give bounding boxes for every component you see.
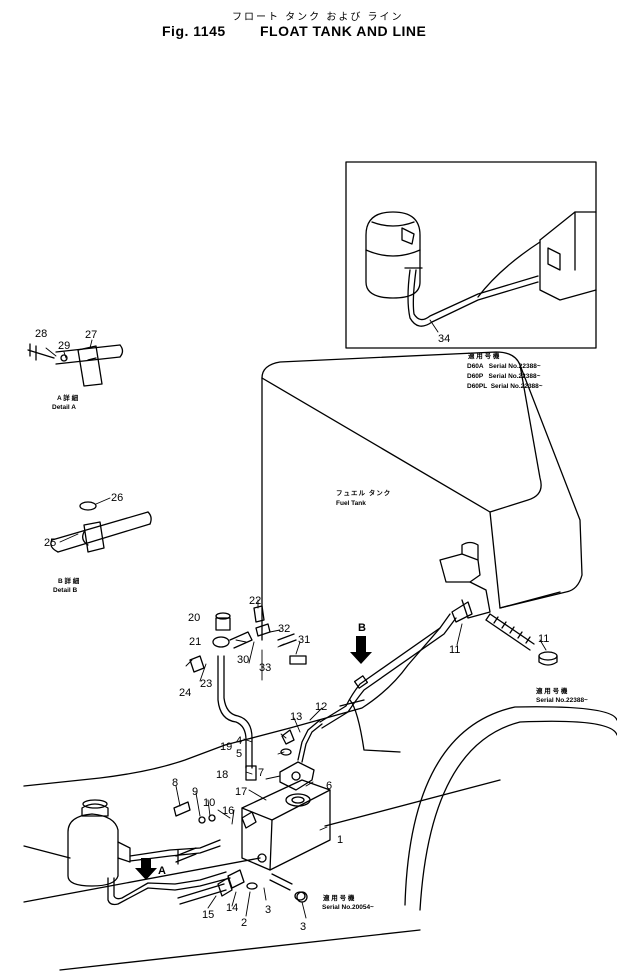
callout-8: 8 [172, 777, 178, 789]
inset-serial-d60a: D60A Serial No.22388~ [467, 363, 541, 370]
callout-20: 20 [188, 612, 200, 624]
inset-fuel-line [404, 241, 541, 327]
right-applicability-serial: Serial No.22388~ [536, 697, 588, 704]
callout-22: 22 [249, 595, 261, 607]
callout-26: 26 [111, 492, 123, 504]
small-hardware [173, 729, 306, 905]
detail-a-label-jp: A 詳 細 [57, 395, 79, 402]
fuel-tank [261, 351, 583, 641]
callout-17: 17 [235, 786, 247, 798]
callout-7: 7 [258, 767, 264, 779]
arrow-b-label: B [358, 622, 366, 634]
mud-guard-and-fender [23, 627, 501, 971]
callout-13: 13 [290, 711, 302, 723]
callout-23: 23 [200, 678, 212, 690]
fuel-tank-label-jp: フュエル タンク [336, 490, 392, 497]
callout-33: 33 [259, 662, 271, 674]
callout-34: 34 [438, 333, 450, 345]
detail-a-label-en: Detail A [52, 404, 76, 411]
callout-18: 18 [216, 769, 228, 781]
fuel-tank-label-en: Fuel Tank [336, 500, 366, 507]
cover-plate [279, 719, 323, 791]
callout-3: 3 [265, 904, 271, 916]
callout-3-note: 3 [300, 921, 306, 933]
figure-title: FLOAT TANK AND LINE [260, 23, 427, 39]
callout-11-right: 11 [538, 633, 549, 645]
track-wheel [404, 706, 617, 911]
callout-16: 16 [222, 805, 234, 817]
inset-serial-d60p: D60P Serial No.22388~ [467, 373, 541, 380]
callout-12: 12 [315, 701, 327, 713]
inset-serial-d60pl: D60PL Serial No.22388~ [467, 383, 543, 390]
callout-1: 1 [337, 834, 343, 846]
callout-24: 24 [179, 687, 191, 699]
callout-2: 2 [241, 917, 247, 929]
detail-b-label-jp: B 詳 細 [58, 578, 80, 585]
detail-b-clamp [50, 501, 152, 553]
callout-19: 19 [220, 741, 232, 753]
callout-10: 10 [203, 797, 215, 809]
callout-21: 21 [189, 636, 201, 648]
detail-b-label-en: Detail B [53, 587, 78, 594]
callout-29: 29 [58, 340, 70, 352]
tank-outlet-valve [439, 541, 535, 651]
arrow-b [350, 636, 372, 664]
fuel-valve-body [241, 779, 331, 871]
callout-numbers: 1 2 3 3 4 5 6 7 8 9 10 11 11 12 13 14 15… [35, 328, 549, 933]
callout-30: 30 [237, 654, 249, 666]
callout-14: 14 [226, 902, 238, 914]
inset-float-tank [365, 211, 421, 299]
callout-25: 25 [44, 537, 56, 549]
callout-leaders [45, 319, 547, 919]
callout-27: 27 [85, 329, 97, 341]
hose-19 [217, 655, 253, 769]
inset-frame [345, 161, 597, 349]
callout-11: 11 [449, 644, 460, 656]
fuel-supply-line [319, 613, 457, 729]
bottom-applicability-serial: Serial No.20054~ [322, 904, 374, 911]
right-applicability-heading: 適 用 号 機 [536, 688, 568, 695]
callout-31: 31 [298, 634, 310, 646]
arrow-a [135, 858, 157, 880]
callout-32: 32 [278, 623, 290, 635]
figure-number: Fig. 1145 [162, 23, 226, 39]
callout-4: 4 [236, 735, 242, 747]
inset-fuel-tank-corner [539, 211, 597, 301]
bottom-applicability-heading: 適 用 号 機 [323, 895, 355, 902]
callout-15: 15 [202, 909, 214, 921]
callout-6: 6 [326, 780, 332, 792]
detail-a-clamp [27, 343, 124, 387]
part-11-right [538, 651, 558, 666]
banjo-fittings [189, 605, 307, 673]
japanese-title: フロート タンク および ライン [232, 12, 404, 23]
arrow-a-label: A [158, 865, 166, 877]
float-tank [67, 799, 131, 887]
callout-28: 28 [35, 328, 47, 340]
callout-9: 9 [192, 786, 198, 798]
callout-5: 5 [236, 748, 242, 760]
inset-applicability-heading: 適 用 号 機 [468, 353, 500, 360]
